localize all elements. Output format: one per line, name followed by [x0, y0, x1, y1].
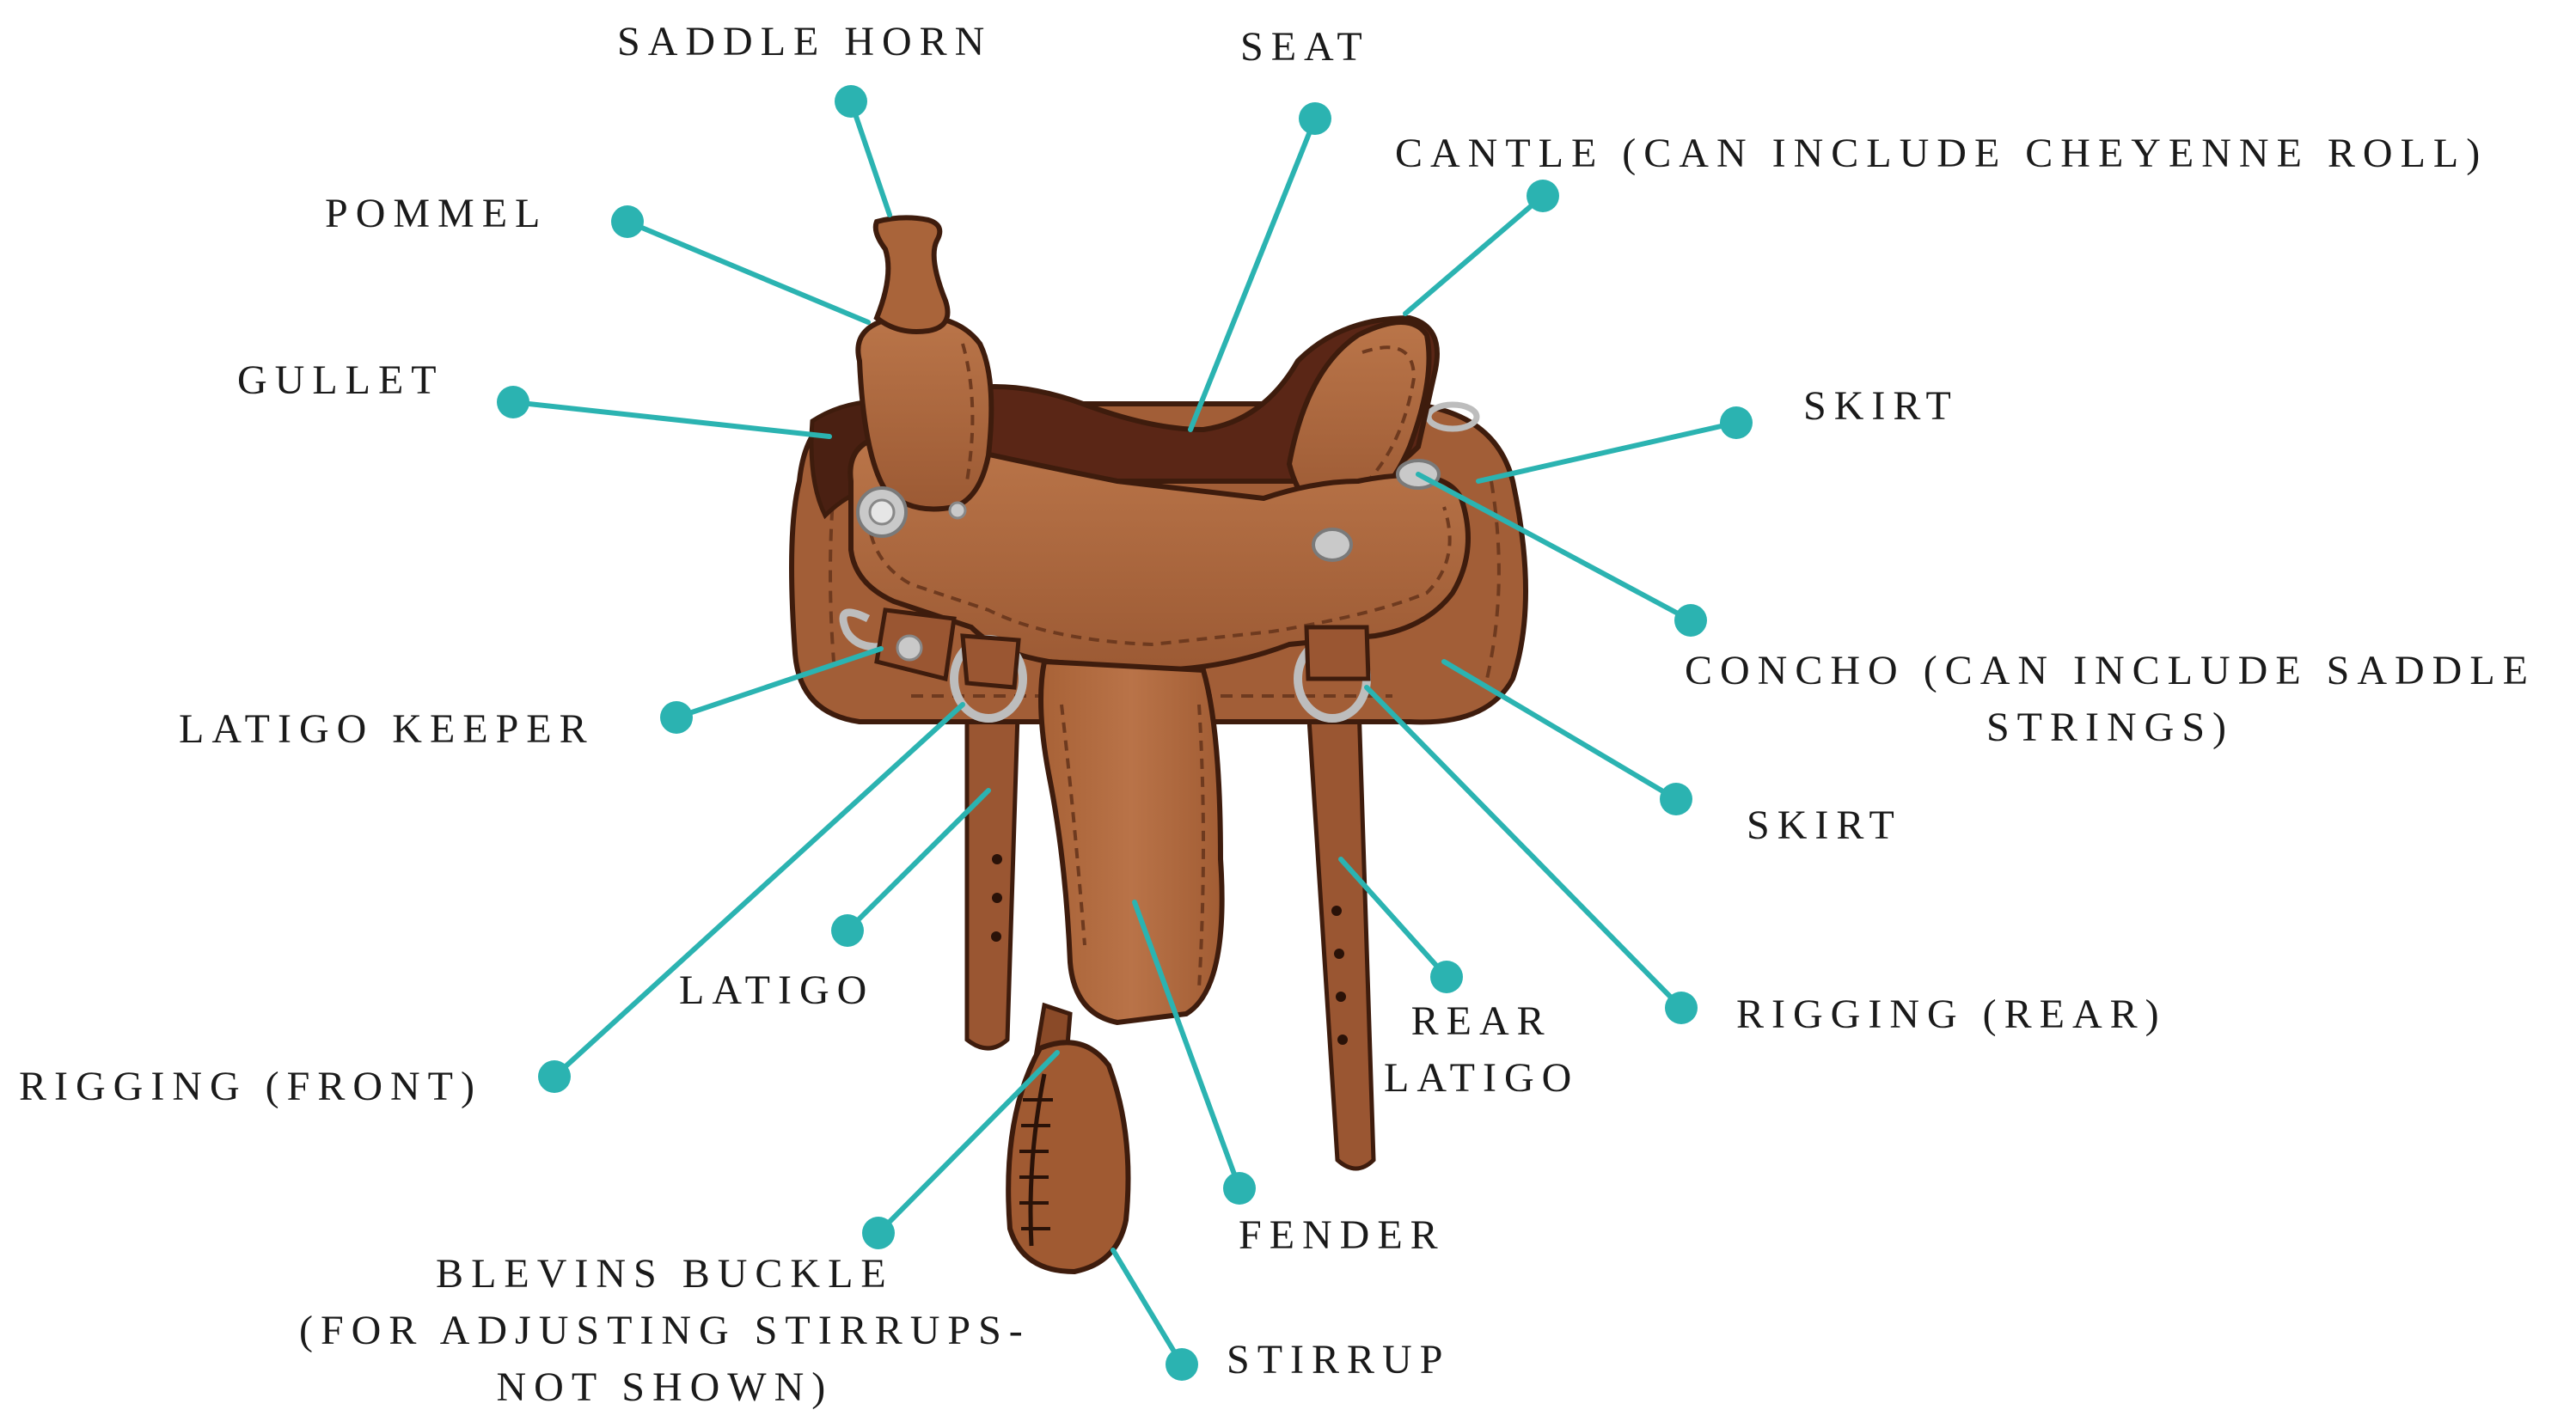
label-latigo-keeper: LATIGO KEEPER: [179, 701, 595, 758]
label-latigo: LATIGO: [679, 962, 874, 1019]
label-blevins-line2: (FOR ADJUSTING STIRRUPS-: [299, 1303, 1031, 1359]
dot-concho: [1674, 604, 1707, 637]
leader-cantle: [1405, 196, 1543, 314]
dot-rigging-front: [538, 1060, 571, 1093]
label-gullet: GULLET: [237, 352, 444, 409]
leader-skirt-upper: [1478, 423, 1736, 481]
pommel: [858, 316, 991, 510]
label-saddle-horn: SADDLE HORN: [617, 14, 992, 70]
dot-saddle-horn: [835, 85, 867, 118]
front-latigo-strap: [967, 687, 1019, 1048]
dot-gullet: [497, 386, 529, 418]
dot-pommel: [611, 205, 644, 238]
dot-rear-latigo: [1430, 961, 1463, 993]
dot-blevins: [862, 1217, 895, 1249]
concho-front: [858, 488, 906, 536]
fender: [1041, 662, 1222, 1022]
stirrup: [1008, 1042, 1128, 1272]
leader-stirrup: [1113, 1250, 1182, 1364]
label-rigging-front: RIGGING (FRONT): [19, 1059, 482, 1115]
dot-latigo: [831, 914, 864, 947]
label-concho: CONCHO (CAN INCLUDE SADDLE STRINGS): [1685, 643, 2536, 756]
dot-stirrup: [1166, 1348, 1198, 1381]
label-fender: FENDER: [1239, 1207, 1446, 1264]
saddle-horn: [876, 217, 948, 332]
label-blevins: BLEVINS BUCKLE (FOR ADJUSTING STIRRUPS- …: [299, 1246, 1031, 1416]
dot-skirt-upper: [1720, 406, 1753, 439]
leader-rigging-rear: [1367, 687, 1681, 1008]
dot-seat: [1299, 102, 1331, 135]
dot-latigo-keeper: [660, 701, 693, 734]
label-stirrup: STIRRUP: [1227, 1332, 1450, 1389]
label-skirt-upper: SKIRT: [1803, 378, 1959, 435]
label-pommel: POMMEL: [325, 186, 548, 242]
dot-rigging-rear: [1665, 992, 1698, 1024]
label-seat: SEAT: [1240, 19, 1370, 76]
label-cantle: CANTLE (CAN INCLUDE CHEYENNE ROLL): [1395, 125, 2487, 182]
dot-skirt-lower: [1660, 783, 1692, 815]
label-rear-latigo-line1: REAR: [1384, 993, 1579, 1050]
dot-cantle: [1527, 180, 1559, 212]
leader-skirt-lower: [1444, 662, 1676, 799]
label-blevins-line3: NOT SHOWN): [299, 1359, 1031, 1416]
label-concho-line1: CONCHO (CAN INCLUDE SADDLE: [1685, 643, 2536, 699]
label-concho-line2: STRINGS): [1685, 699, 2536, 756]
rear-latigo-strap: [1306, 679, 1374, 1169]
label-skirt-lower: SKIRT: [1747, 797, 1902, 854]
leader-rigging-front: [554, 705, 963, 1077]
label-rigging-rear: RIGGING (REAR): [1736, 986, 2167, 1043]
label-rear-latigo: REAR LATIGO: [1384, 993, 1579, 1107]
leader-pommel: [627, 222, 868, 322]
leader-gullet: [513, 402, 829, 436]
label-rear-latigo-line2: LATIGO: [1384, 1050, 1579, 1107]
label-blevins-line1: BLEVINS BUCKLE: [299, 1246, 1031, 1303]
dot-fender: [1223, 1172, 1256, 1205]
leader-saddle-horn: [851, 101, 890, 215]
